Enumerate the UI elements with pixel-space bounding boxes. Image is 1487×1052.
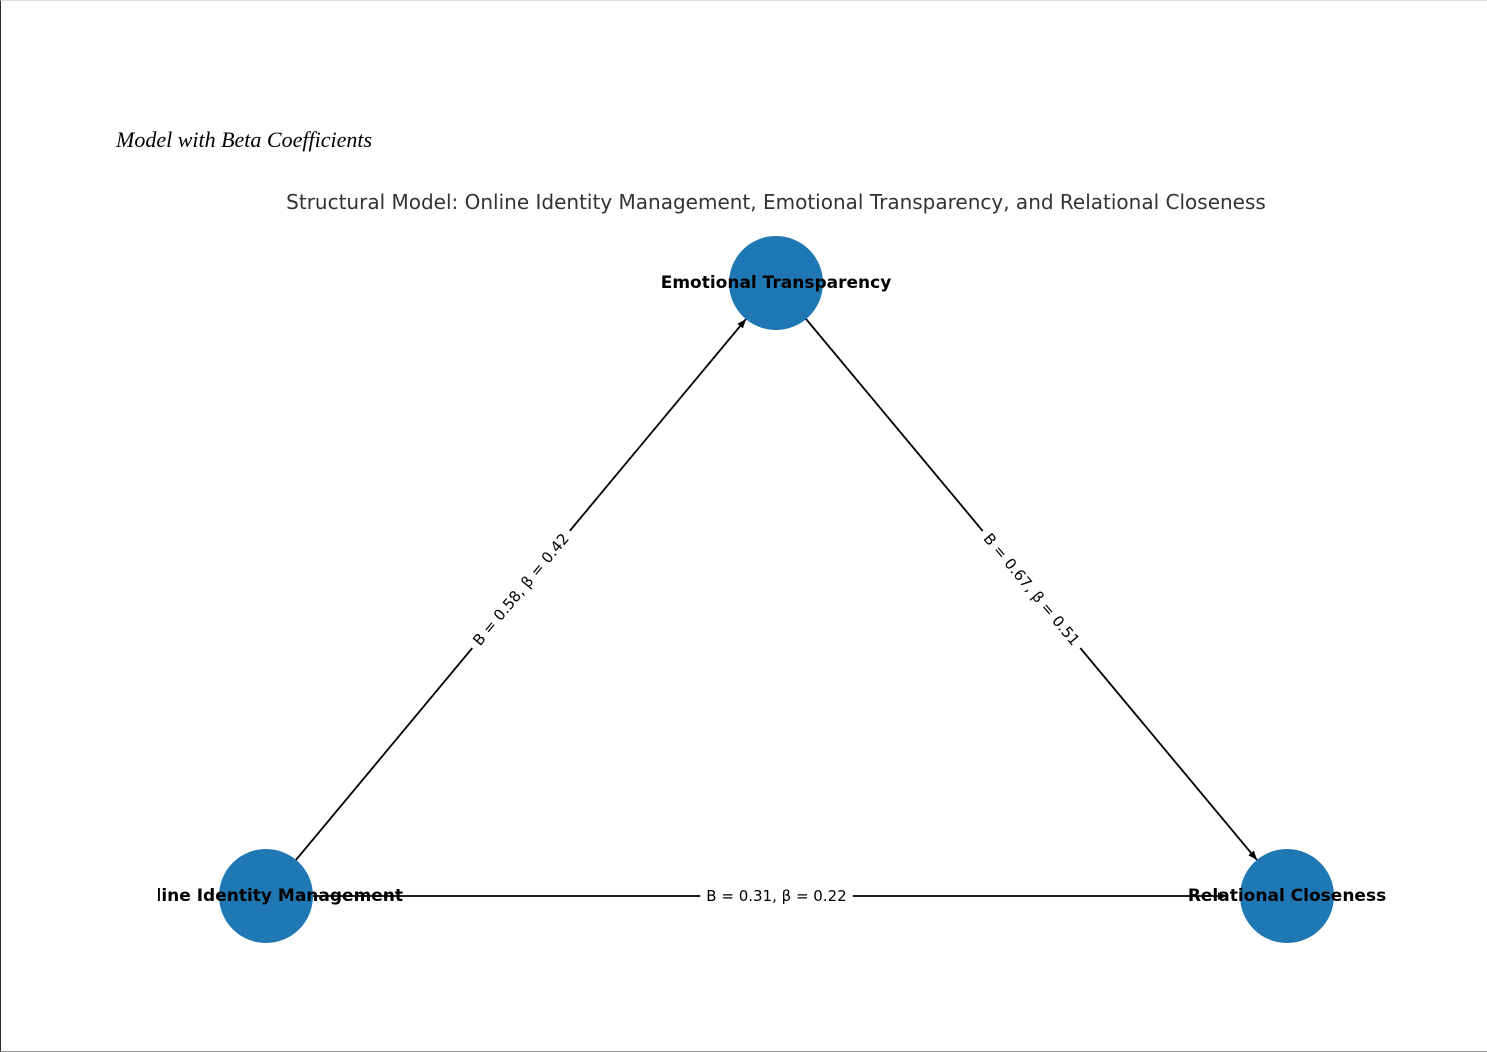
edge-label-group: B = 0.58, β = 0.42 bbox=[464, 524, 578, 655]
edge-label: B = 0.67, β = 0.51 bbox=[980, 530, 1084, 649]
node-rc bbox=[1240, 849, 1334, 943]
edge-label-background bbox=[975, 524, 1088, 655]
node-et bbox=[729, 236, 823, 330]
edge-label-group: B = 0.67, β = 0.51 bbox=[975, 524, 1088, 655]
figure-caption: Model with Beta Coefficients bbox=[116, 127, 373, 152]
node-label-et: Emotional Transparency bbox=[661, 273, 892, 293]
edge-label-group: B = 0.31, β = 0.22 bbox=[700, 886, 853, 906]
edge-label-background bbox=[464, 524, 578, 655]
edges-layer bbox=[266, 314, 1258, 900]
node-labels-layer: Online Identity Management Emotional Tran… bbox=[129, 273, 1386, 906]
edge-label-background bbox=[700, 886, 853, 906]
node-label-oim: Online Identity Management bbox=[129, 886, 403, 906]
node-label-rc: Relational Closeness bbox=[1188, 886, 1386, 906]
edge-label: B = 0.31, β = 0.22 bbox=[706, 887, 846, 905]
nodes-layer bbox=[219, 236, 1334, 943]
edge-labels-layer: B = 0.58, β = 0.42 B = 0.67, β = 0.51 B = … bbox=[464, 524, 1088, 906]
edge-label: B = 0.58, β = 0.42 bbox=[469, 530, 573, 649]
diagram-title: Structural Model: Online Identity Manage… bbox=[286, 190, 1266, 214]
node-oim bbox=[219, 849, 313, 943]
